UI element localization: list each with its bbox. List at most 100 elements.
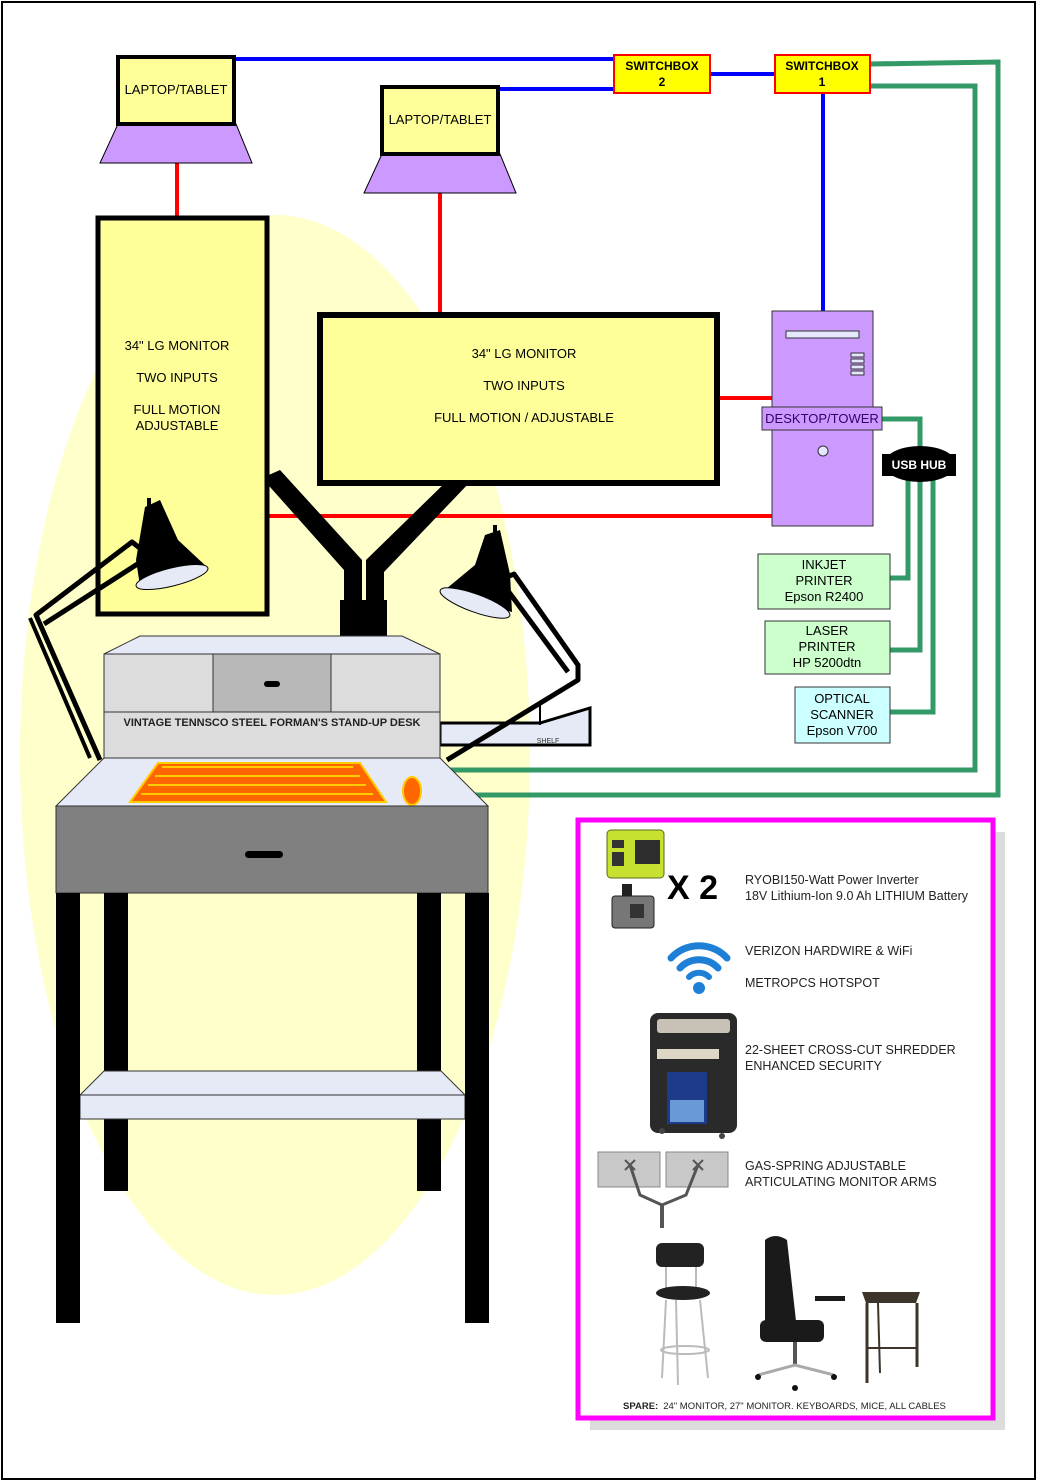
laptop-label: LAPTOP/TABLET [125,82,228,97]
drawer-handle [264,681,280,687]
spare-line: SPARE:24" MONITOR, 27" MONITOR. KEYBOARD… [623,1401,946,1412]
desk-leg-back-left [104,893,128,1191]
shredder-icon [650,1013,737,1139]
peripheral-line: OPTICAL [814,691,870,706]
peripheral-box [757,553,891,610]
vent-slot [850,358,865,364]
tower-label-box [761,406,883,431]
inventory-line: 22-SHEET CROSS-CUT SHREDDER [745,1043,956,1057]
peripheral-line: Epson R2400 [785,589,864,604]
monitor-right[interactable]: 34" LG MONITOR TWO INPUTS FULL MOTION / … [317,312,720,486]
usb-cables [368,59,1001,798]
inventory-line: GAS-SPRING ADJUSTABLE [745,1159,906,1173]
switchbox-2[interactable]: SWITCHBOX 2 [613,54,711,94]
laptop-base [363,153,517,194]
optical-drive [785,330,860,339]
peripheral-box [794,686,891,744]
laser-printer[interactable]: LASER PRINTER HP 5200dtn [764,620,891,675]
lower-shelf-top [78,1070,467,1096]
tower-label: DESKTOP/TOWER [765,411,879,426]
switchbox-1[interactable]: SWITCHBOX 1 [774,54,871,94]
monitor-arms-icon [597,1151,729,1228]
hutch-top [103,635,441,655]
desk-lamp-right [439,525,581,763]
inventory-item-shredder: 22-SHEET CROSS-CUT SHREDDER ENHANCED SEC… [650,1013,956,1139]
monitor-spec: TWO INPUTS [136,370,218,385]
inventory-line: METROPCS HOTSPOT [745,976,880,990]
desk-leg-front-right [465,893,489,1323]
inventory-line: VERIZON HARDWIRE & WiFi [745,944,912,958]
inventory-item-internet: VERIZON HARDWIRE & WiFi METROPCS HOTSPOT [667,942,912,994]
usb-hub-label: USB HUB [892,458,947,472]
laptop-base [99,123,253,164]
peripheral-box [764,620,891,675]
inventory-panel: X 2 RYOBI150-Watt Power Inverter 18V Lit… [575,817,1005,1430]
switchbox-body [613,54,711,94]
vent-slot [850,352,865,358]
lamp-arm [445,571,581,763]
laptop-label: LAPTOP/TABLET [389,112,492,127]
switch-cables [234,57,825,312]
cable-switchbox1-mouse [368,83,978,773]
usb-hub-plate [882,454,956,476]
peripheral-line: SCANNER [810,707,874,722]
desk-apron [55,805,489,894]
switchbox-title: SWITCHBOX [785,59,858,73]
arm-left [262,470,362,600]
peripheral-line: PRINTER [798,639,855,654]
switchbox-title: SWITCHBOX [625,59,698,73]
cable-desktop-usbhub [880,416,923,450]
lamp-knob [493,525,497,533]
usb-hub[interactable]: USB HUB [882,446,956,482]
monitor-spec: 34" LG MONITOR [472,346,577,361]
inventory-line: RYOBI150-Watt Power Inverter [745,873,919,887]
desk-lamp-left [28,498,209,762]
desktop-tower[interactable]: DESKTOP/TOWER [761,310,883,527]
switchbox-number: 2 [659,75,666,89]
inventory-qty: X 2 [667,869,718,907]
inventory-item-seating [656,1236,920,1391]
monitor-spec: FULL MOTION / ADJUSTABLE [434,410,614,425]
laptop-2[interactable]: LAPTOP/TABLET [363,85,517,194]
switchbox-body [774,54,871,94]
laptop-screen [116,55,236,126]
cable-usbhub-scanner [890,480,936,715]
monitor-spec: 34" LG MONITOR [125,338,230,353]
inventory-line: 18V Lithium-Ion 9.0 Ah LITHIUM Battery [745,889,969,903]
laptop-screen [380,85,500,156]
bar-stool-icon [656,1243,710,1386]
lamp-bulb-face [439,587,511,619]
wifi-icon [667,942,731,994]
power-inverter-icon [606,829,665,879]
arm-right [366,478,470,600]
monitor-screen [317,312,720,486]
office-chair-icon [755,1236,845,1391]
peripheral-line: Epson V700 [807,723,878,738]
optical-scanner[interactable]: OPTICAL SCANNER Epson V700 [794,686,891,744]
desk-label: VINTAGE TENNSCO STEEL FORMAN'S STAND-UP … [124,717,421,729]
switchbox-number: 1 [819,75,826,89]
inventory-item-inverter: X 2 RYOBI150-Watt Power Inverter 18V Lit… [606,829,969,929]
inventory-item-monitor-arms: GAS-SPRING ADJUSTABLE ARTICULATING MONIT… [597,1151,937,1228]
mouse [402,776,422,806]
apron-handle [245,851,283,858]
desk-leg-front-left [56,893,80,1323]
inkjet-printer[interactable]: INKJET PRINTER Epson R2400 [757,553,891,610]
inventory-line: ENHANCED SECURITY [745,1059,882,1073]
vent-slot [850,364,865,370]
lamp-knob [147,498,151,506]
laptop-1[interactable]: LAPTOP/TABLET [99,55,253,164]
battery-icon [611,884,655,929]
monitor-spec: FULL MOTION [134,402,221,417]
lamp-arm [28,617,92,759]
monitor-spec: ADJUSTABLE [136,418,219,433]
keyboard [128,762,388,803]
shelf-label: SHELF [537,738,560,745]
standup-desk: SHELF VINTAGE TENNSCO STEEL FORMAN'S STA… [54,635,592,1323]
lamp-bulb-face [135,563,209,591]
cable-switchbox1-keyboard [425,59,1001,798]
keyboard-body [128,762,388,803]
desk-leg-back-right [417,893,441,1191]
lamp-arm [33,539,153,762]
